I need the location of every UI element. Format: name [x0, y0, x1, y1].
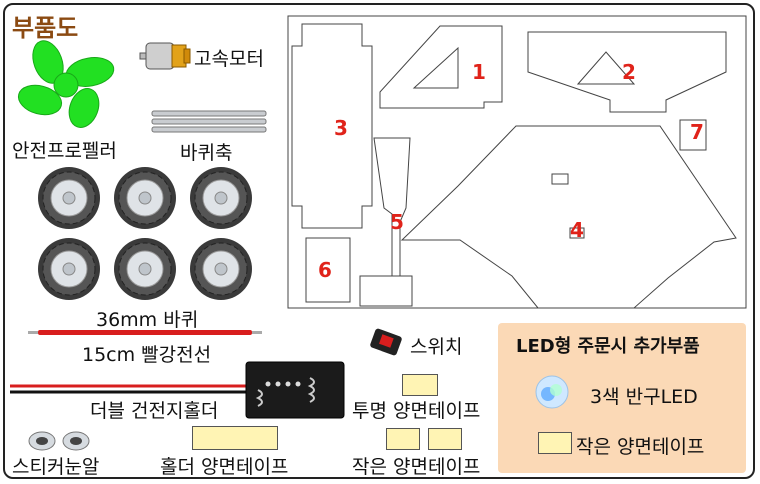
wheel-label: 36mm 바퀴 [96, 309, 199, 331]
wheel-icon [190, 167, 252, 229]
panel-tape-label: 작은 양면테이프 [576, 436, 705, 458]
small-tape-icon [386, 428, 420, 450]
motor-icon [139, 42, 191, 70]
motor-label: 고속모터 [194, 48, 264, 70]
wire-icon [28, 330, 262, 335]
part-number-2: 2 [622, 60, 636, 84]
part-number-5: 5 [390, 210, 404, 234]
wheel-icon [114, 238, 176, 300]
clear-tape-icon [402, 374, 438, 396]
battery-holder-label: 더블 건전지홀더 [90, 400, 219, 422]
switch-label: 스위치 [410, 336, 463, 358]
wheel-icon [38, 238, 100, 300]
panel-tape-icon [538, 432, 572, 454]
holder-tape-label: 홀더 양면테이프 [160, 456, 289, 478]
led-icon [535, 375, 569, 409]
wheel-icon [114, 167, 176, 229]
outer-frame [3, 3, 755, 479]
clear-tape-label: 투명 양면테이프 [352, 400, 481, 422]
propeller-label: 안전프로펠러 [12, 140, 117, 162]
part-number-3: 3 [334, 116, 348, 140]
switch-icon [370, 328, 402, 356]
part-number-4: 4 [570, 218, 584, 242]
page-title: 부품도 [12, 14, 79, 42]
axle-label: 바퀴축 [180, 142, 233, 164]
holder-tape-icon [192, 426, 278, 450]
wheel-icon [190, 238, 252, 300]
battery-holder-icon [10, 361, 345, 419]
wheel-icon [38, 167, 100, 229]
propeller-icon [17, 40, 115, 128]
small-tape-icon [428, 428, 462, 450]
axle-icon [151, 110, 267, 133]
part-number-7: 7 [690, 120, 704, 144]
sticker-eyes-icon [28, 431, 90, 451]
small-tape-label: 작은 양면테이프 [352, 456, 481, 478]
cut-board-diagram [287, 15, 747, 309]
led-panel-title: LED형 주문시 추가부품 [516, 336, 700, 357]
wire-label: 15cm 빨강전선 [82, 344, 212, 366]
part-number-6: 6 [318, 258, 332, 282]
part-number-1: 1 [472, 60, 486, 84]
led-label: 3색 반구LED [590, 386, 698, 408]
sticker-eyes-label: 스티커눈알 [12, 456, 100, 478]
